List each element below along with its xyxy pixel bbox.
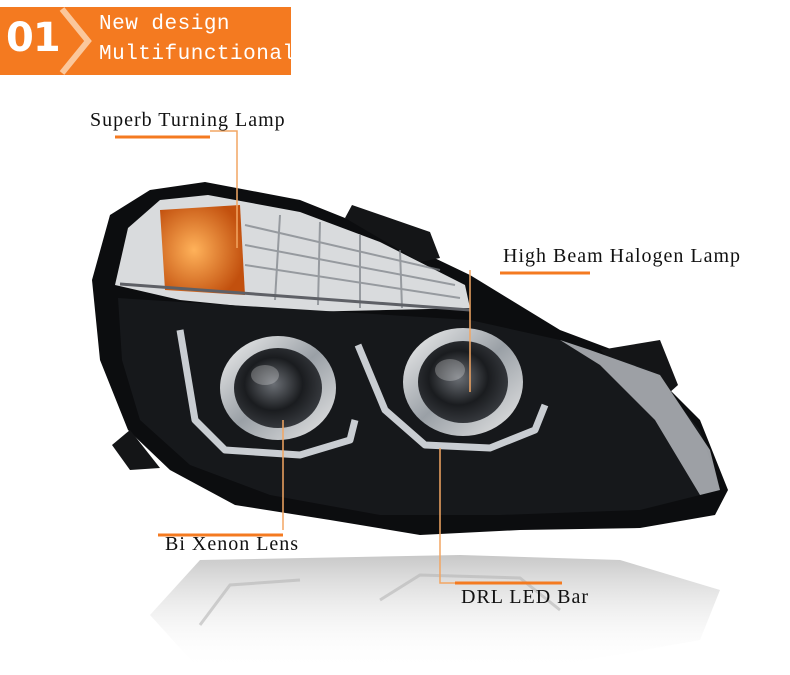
banner-title: New design bbox=[99, 13, 231, 36]
feature-banner: 01 New design Multifunctional bbox=[0, 7, 295, 75]
chevron-right-icon bbox=[59, 7, 92, 75]
callout-high-beam: High Beam Halogen Lamp bbox=[503, 245, 742, 267]
callout-bi-xenon-lens: Bi Xenon Lens bbox=[165, 533, 300, 555]
banner-subtitle: Multifunctional bbox=[99, 43, 296, 66]
callout-drl-bar: DRL LED Bar bbox=[461, 586, 590, 608]
callout-turning-lamp: Superb Turning Lamp bbox=[90, 109, 286, 131]
banner-number: 01 bbox=[6, 15, 61, 61]
